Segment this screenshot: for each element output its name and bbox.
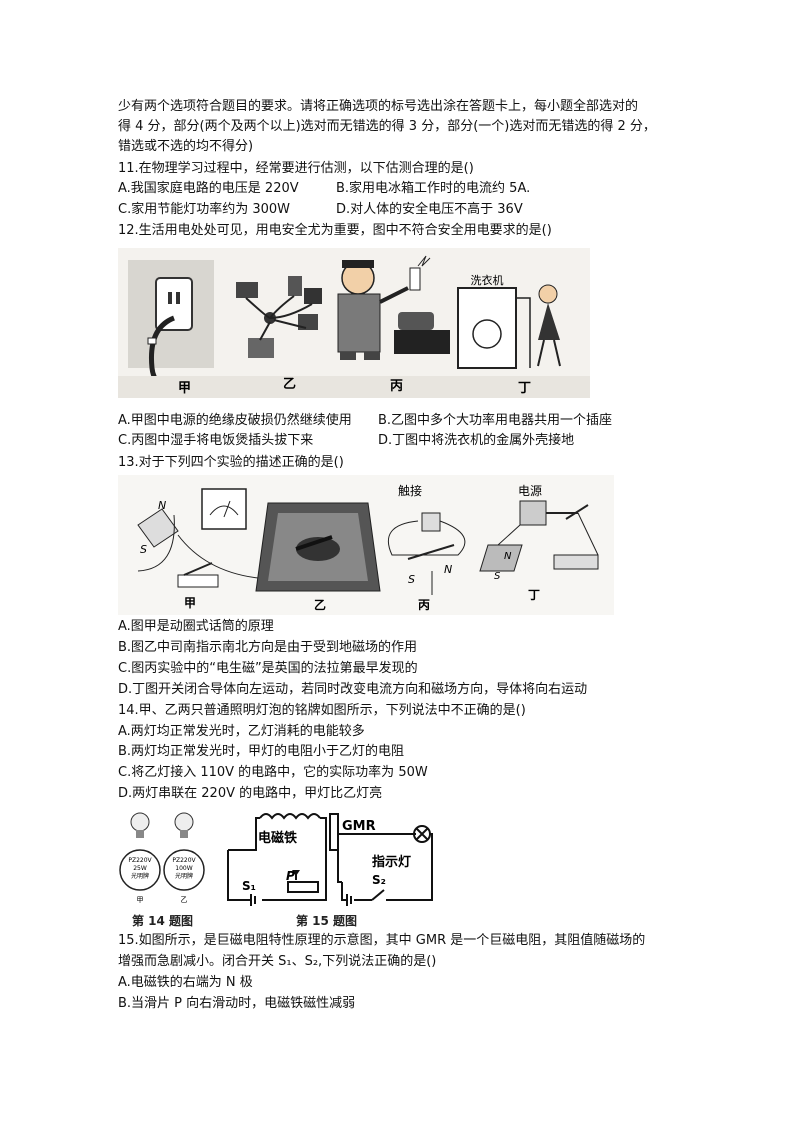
intro-line-3: 错选或不选的均不得分) <box>118 139 254 154</box>
bulb-tag-yi: 乙 <box>181 896 188 904</box>
q14-option-d: D.两灯串联在 220V 的电路中，甲灯比乙灯亮 <box>118 786 383 801</box>
electromagnet-label: 电磁铁 <box>258 830 297 846</box>
bulb-jia: PZ220V 25W 光明牌 甲 <box>119 812 161 904</box>
q12-option-a: A.甲图中电源的绝缘皮破损仍然继续使用 <box>118 413 352 428</box>
gmr-label: GMR <box>342 819 376 834</box>
q14-option-a: A.两灯均正常发光时，乙灯消耗的电能较多 <box>118 724 365 739</box>
compass-sinan-illustration: 乙 <box>255 502 381 612</box>
q12-option-b: B.乙图中多个大功率用电器共用一个插座 <box>378 413 613 428</box>
q14-option-c: C.将乙灯接入 110V 的电路中，它的实际功率为 50W <box>118 765 428 780</box>
q15-option-b: B.当滑片 P 向右滑动时，电磁铁磁性减弱 <box>118 996 356 1011</box>
q11-option-c: C.家用节能灯功率约为 300W <box>118 202 291 217</box>
svg-text:S: S <box>408 573 415 586</box>
q13-label-jia: 甲 <box>184 596 196 610</box>
q11-option-b: B.家用电冰箱工作时的电流约 5A. <box>336 181 531 196</box>
fig15-caption: 第 15 题图 <box>296 914 358 928</box>
q11-option-a: A.我国家庭电路的电压是 220V <box>118 181 299 196</box>
svg-text:S: S <box>140 543 147 556</box>
bulb-tag-jia: 甲 <box>137 896 144 904</box>
q13-figure: N S 甲 乙 触接 S N 丙 电源 N S 丁 <box>118 475 614 615</box>
washing-machine-illustration: 洗衣机 <box>457 273 561 369</box>
q13-option-b: B.图乙中司南指示南北方向是由于受到地磁场的作用 <box>118 640 418 655</box>
q12-figure: 洗衣机 甲 乙 丙 丁 <box>118 248 590 398</box>
q15-option-a: A.电磁铁的右端为 N 极 <box>118 975 253 990</box>
svg-text:25W: 25W <box>133 865 147 872</box>
svg-text:光明牌: 光明牌 <box>131 872 149 880</box>
q12-label-jia: 甲 <box>178 381 191 396</box>
oersted-experiment-illustration: 触接 S N 丙 <box>387 483 466 612</box>
switch-s2-label: S₂ <box>372 873 386 887</box>
bulb-yi: PZ220V 100W 光明牌 乙 <box>163 812 205 904</box>
q14-option-b: B.两灯均正常发光时，甲灯的电阻小于乙灯的电阻 <box>118 744 405 759</box>
svg-text:S: S <box>494 571 501 582</box>
q15-circuit-figure: 电磁铁 GMR 指示灯 S₁ P S₂ <box>227 813 433 906</box>
svg-text:N: N <box>158 499 166 512</box>
motor-principle-illustration: 电源 N S 丁 <box>479 484 599 602</box>
q13-option-a: A.图甲是动圈式话筒的原理 <box>118 619 274 634</box>
q12-label-bing: 丙 <box>390 379 403 394</box>
q15-stem-line-1: 15.如图所示，是巨磁电阻特性原理的示意图，其中 GMR 是一个巨磁电阻，其阻值… <box>118 933 646 948</box>
q12-option-c: C.丙图中湿手将电饭煲插头拔下来 <box>118 433 314 448</box>
q13-option-c: C.图丙实验中的“电生磁”是英国的法拉第最早发现的 <box>118 661 418 676</box>
touch-label: 触接 <box>398 483 422 498</box>
overloaded-outlet-illustration <box>236 276 322 358</box>
q14-stem: 14.甲、乙两只普通照明灯泡的铭牌如图所示，下列说法中不正确的是() <box>118 703 526 718</box>
indicator-lamp-label: 指示灯 <box>372 854 411 870</box>
svg-text:PZ220V: PZ220V <box>128 857 152 864</box>
q13-label-yi: 乙 <box>314 598 326 612</box>
q12-option-d: D.丁图中将洗衣机的金属外壳接地 <box>378 433 575 448</box>
power-label: 电源 <box>518 484 542 498</box>
damaged-cable-socket-illustration <box>128 260 214 397</box>
intro-line-2: 得 4 分，部分(两个及两个以上)选对而无错选的得 3 分，部分(一个)选对而无… <box>118 119 656 134</box>
induction-experiment-illustration: N S 甲 <box>137 488 269 610</box>
intro-line-1: 少有两个选项符合题目的要求。请将正确选项的标号选出涂在答题卡上，每小题全部选对的 <box>118 99 639 114</box>
washer-label: 洗衣机 <box>471 273 504 287</box>
svg-text:N: N <box>504 551 512 562</box>
fig14-caption: 第 14 题图 <box>132 914 194 928</box>
q13-option-d: D.丁图开关闭合导体向左运动，若同时改变电流方向和磁场方向，导体将向右运动 <box>118 682 588 697</box>
q13-label-ding: 丁 <box>528 588 540 602</box>
q13-stem: 13.对于下列四个实验的描述正确的是() <box>118 455 344 470</box>
svg-text:PZ220V: PZ220V <box>172 857 196 864</box>
wet-hand-person-illustration <box>337 255 450 360</box>
q12-label-yi: 乙 <box>283 377 296 392</box>
q11-stem: 11.在物理学习过程中，经常要进行估测，以下估测合理的是() <box>118 161 474 176</box>
svg-text:N: N <box>444 563 452 576</box>
q15-stem-line-2: 增强而急剧减小。闭合开关 S₁、S₂,下列说法正确的是() <box>118 954 437 969</box>
switch-s1-label: S₁ <box>242 879 256 893</box>
svg-text:光明牌: 光明牌 <box>175 872 193 880</box>
svg-text:100W: 100W <box>175 865 192 872</box>
q14-bulbs-figure: PZ220V 25W 光明牌 甲 PZ220V 100W 光明牌 乙 <box>119 812 205 904</box>
slider-p-label: P <box>286 869 295 883</box>
q13-label-bing: 丙 <box>418 598 430 612</box>
q12-label-ding: 丁 <box>518 381 531 396</box>
q11-option-d: D.对人体的安全电压不高于 36V <box>336 202 523 217</box>
q12-stem: 12.生活用电处处可见，用电安全尤为重要，图中不符合安全用电要求的是() <box>118 223 552 238</box>
